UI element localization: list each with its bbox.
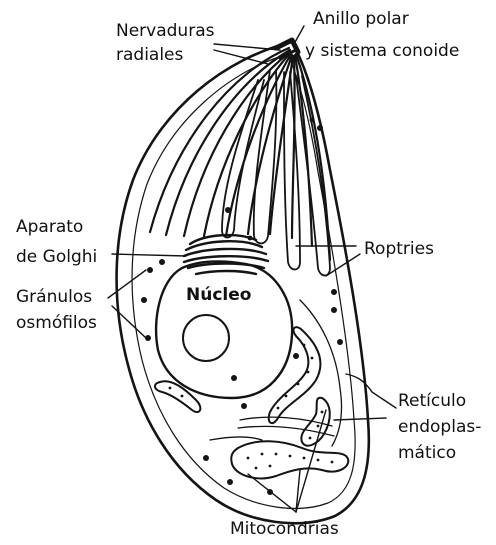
golgi-apparatus <box>184 235 268 274</box>
label-nervaduras-line1: Nervaduras <box>116 21 215 41</box>
label-mitocondrias: Mitocondrias <box>230 519 339 539</box>
leader-golghi <box>112 254 186 256</box>
mitochondria <box>155 327 348 478</box>
leader-granulos-1 <box>108 270 146 298</box>
label-aparato-line1: Aparato <box>16 217 83 237</box>
mitochondrion-3 <box>231 441 348 478</box>
label-roptries: Roptries <box>364 239 434 259</box>
leader-reticulo-2 <box>334 418 386 420</box>
label-nervaduras-line2: radiales <box>116 45 184 65</box>
label-granulos-line2: osmófilos <box>16 313 97 333</box>
label-nucleo: Núcleo <box>186 285 251 305</box>
rib-7 <box>270 56 293 234</box>
label-reticulo-line3: mático <box>398 443 456 463</box>
rib-10 <box>296 54 330 260</box>
mitochondrion-1 <box>269 327 321 423</box>
leader-anillo <box>294 26 304 44</box>
leader-reticulo-1 <box>346 374 396 408</box>
label-granulos-line1: Gránulos <box>16 287 92 307</box>
mitochondrion-4 <box>155 381 200 412</box>
label-anillo-line2: y sistema conoide <box>305 41 459 61</box>
leader-roptries-2 <box>326 254 360 276</box>
rib-8 <box>292 56 295 238</box>
cell-membrane <box>117 42 369 523</box>
leader-granulos-2 <box>112 306 146 338</box>
leader-nervaduras-1 <box>214 44 280 50</box>
nucleus <box>156 261 292 398</box>
nucleolus <box>183 315 229 361</box>
rhoptry-1 <box>254 70 277 244</box>
leader-mito-1 <box>296 410 326 512</box>
label-anillo-line1: Anillo polar <box>313 9 409 29</box>
label-reticulo-line2: endoplas- <box>398 417 481 437</box>
label-aparato-line2: de Golghi <box>16 247 97 267</box>
label-reticulo-line1: Retículo <box>398 391 466 411</box>
